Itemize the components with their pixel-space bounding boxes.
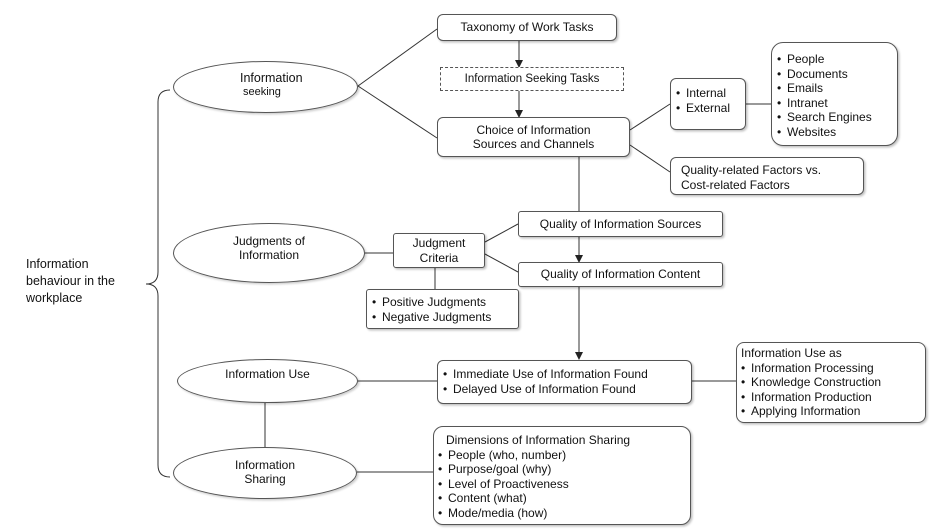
link-criteria-qcontent xyxy=(484,253,519,273)
list-item: Information Production xyxy=(741,390,925,405)
list-item: External xyxy=(676,101,745,116)
list-item: Applying Information xyxy=(741,404,925,419)
link-choice-intext xyxy=(629,103,671,131)
ellipse-information-sharing: Information Sharing xyxy=(173,447,357,499)
list-item: Content (what) xyxy=(438,491,690,506)
list-item: People xyxy=(777,52,897,67)
list-item: Search Engines xyxy=(777,110,897,125)
link-seeking-taxonomy xyxy=(357,28,438,87)
box-information-seeking-tasks: Information Seeking Tasks xyxy=(440,67,624,91)
box-judgment-criteria: Judgment Criteria xyxy=(393,233,485,268)
list-item: Emails xyxy=(777,81,897,96)
list-item: People (who, number) xyxy=(438,448,690,463)
box-sources: People Documents Emails Intranet Search … xyxy=(771,42,898,146)
box-quality-cost-factors: Quality-related Factors vs. Cost-related… xyxy=(670,157,864,195)
list-item: Information Processing xyxy=(741,361,925,376)
list-item: Internal xyxy=(676,86,745,101)
box-quality-of-sources: Quality of Information Sources xyxy=(518,211,723,237)
list-item: Purpose/goal (why) xyxy=(438,462,690,477)
box-internal-external: Internal External xyxy=(670,78,746,130)
link-seeking-choice xyxy=(357,85,438,139)
side-label: Information behaviour in the workplace xyxy=(26,257,115,305)
list-item: Positive Judgments xyxy=(372,295,518,310)
list-item: Websites xyxy=(777,125,897,140)
list-item: Intranet xyxy=(777,96,897,111)
box-quality-of-content: Quality of Information Content xyxy=(518,262,723,287)
list-item: Immediate Use of Information Found xyxy=(443,367,691,382)
link-criteria-qsources xyxy=(484,223,519,243)
list-item: Documents xyxy=(777,67,897,82)
box-taxonomy-of-work-tasks: Taxonomy of Work Tasks xyxy=(437,14,617,41)
box-choice-of-sources: Choice of Information Sources and Channe… xyxy=(437,117,630,157)
list-item: Level of Proactiveness xyxy=(438,477,690,492)
box-dimensions-of-sharing: Dimensions of Information Sharing People… xyxy=(433,426,691,525)
brace xyxy=(145,89,171,478)
box-use-of-information-found: Immediate Use of Information Found Delay… xyxy=(437,360,692,404)
link-choice-qualitycost xyxy=(629,144,671,173)
ellipse-information-use: Information Use xyxy=(177,359,358,403)
ellipse-information-seeking: Information seeking xyxy=(173,61,358,113)
box-positive-negative-judgments: Positive Judgments Negative Judgments xyxy=(366,289,519,329)
list-item: Negative Judgments xyxy=(372,310,518,325)
list-item: Delayed Use of Information Found xyxy=(443,382,691,397)
box-information-use-as: Information Use as Information Processin… xyxy=(736,342,926,423)
ellipse-judgments-of-information: Judgments of Information xyxy=(173,223,365,283)
list-item: Mode/media (how) xyxy=(438,506,690,521)
list-item: Knowledge Construction xyxy=(741,375,925,390)
